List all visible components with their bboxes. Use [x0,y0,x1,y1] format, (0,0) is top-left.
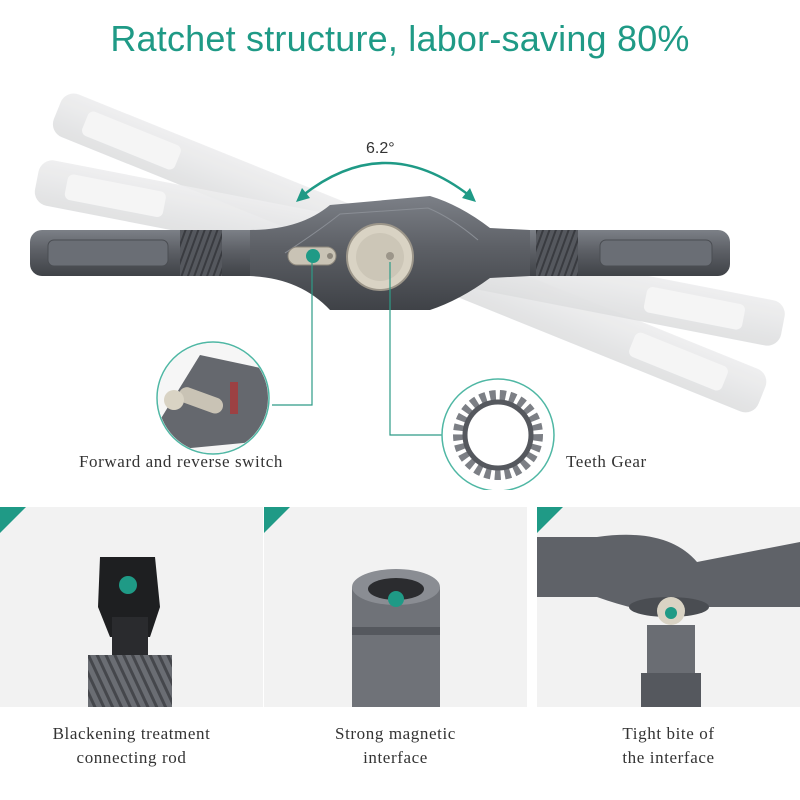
panel-caption-line: connecting rod [76,748,187,767]
page-title: Ratchet structure, labor-saving 80% [110,18,690,59]
panel-caption-magnetic: Strong magnetic interface [264,722,527,770]
panel-caption-bite: Tight bite of the interface [537,722,800,770]
angle-label: 6.2° [366,140,395,157]
gear-caption: Teeth Gear [566,452,647,471]
socket-icon [352,569,440,707]
corner-accent [537,507,563,533]
switch-closeup-icon [156,341,270,455]
switch-caption: Forward and reverse switch [79,452,283,471]
panel-caption-line: interface [363,748,428,767]
panel-magnetic-interface [264,507,527,707]
panel-tight-bite [537,507,800,707]
gear-ring-icon [441,378,555,490]
panel-caption-line: the interface [622,748,715,767]
panel-connecting-rod [0,507,263,707]
panel-caption-rod: Blackening treatment connecting rod [0,722,263,770]
panel-caption-line: Strong magnetic [335,724,456,743]
interface-closeup-icon [537,534,800,707]
corner-accent [264,507,290,533]
hex-rod-icon [88,557,172,707]
corner-accent [0,507,26,533]
panel-caption-line: Blackening treatment [52,724,211,743]
ratchet-wrench-icon [30,93,785,490]
ratchet-gear-cap [346,223,414,291]
hero-illustration [0,70,800,490]
rotation-arc [296,161,476,202]
switch-lever [287,246,337,266]
panel-caption-line: Tight bite of [622,724,715,743]
